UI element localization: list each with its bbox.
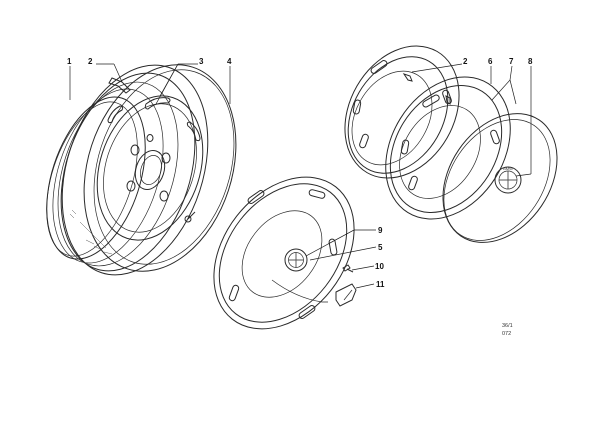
callout-10: 10 xyxy=(375,262,384,271)
callout-2-right: 2 xyxy=(463,57,468,66)
callout-11: 11 xyxy=(376,280,385,289)
callout-3: 3 xyxy=(199,57,204,66)
leader-lines xyxy=(69,63,532,289)
hubcap-dome: BMW xyxy=(442,113,558,243)
callout-5: 5 xyxy=(378,243,383,252)
callout-7: 7 xyxy=(509,57,514,66)
reference-line-2: 072 xyxy=(502,331,511,337)
callout-9: 9 xyxy=(378,226,383,235)
emblem-text: BMW xyxy=(503,166,513,171)
reference-code: 36/1 072 xyxy=(502,323,513,337)
trim-ring-part-6 xyxy=(385,76,511,220)
callout-2-left: 2 xyxy=(88,57,93,66)
callouts: 1 2 3 4 2 6 7 8 9 5 10 11 xyxy=(67,57,533,289)
trim-ring-part-2 xyxy=(344,45,460,179)
steel-wheel-rim xyxy=(46,64,237,276)
callout-8: 8 xyxy=(528,57,533,66)
callout-6: 6 xyxy=(488,57,493,66)
callout-4: 4 xyxy=(227,57,232,66)
callout-1: 1 xyxy=(67,57,72,66)
wheel-trim-ring xyxy=(213,176,357,330)
reference-line-1: 36/1 xyxy=(502,323,513,329)
